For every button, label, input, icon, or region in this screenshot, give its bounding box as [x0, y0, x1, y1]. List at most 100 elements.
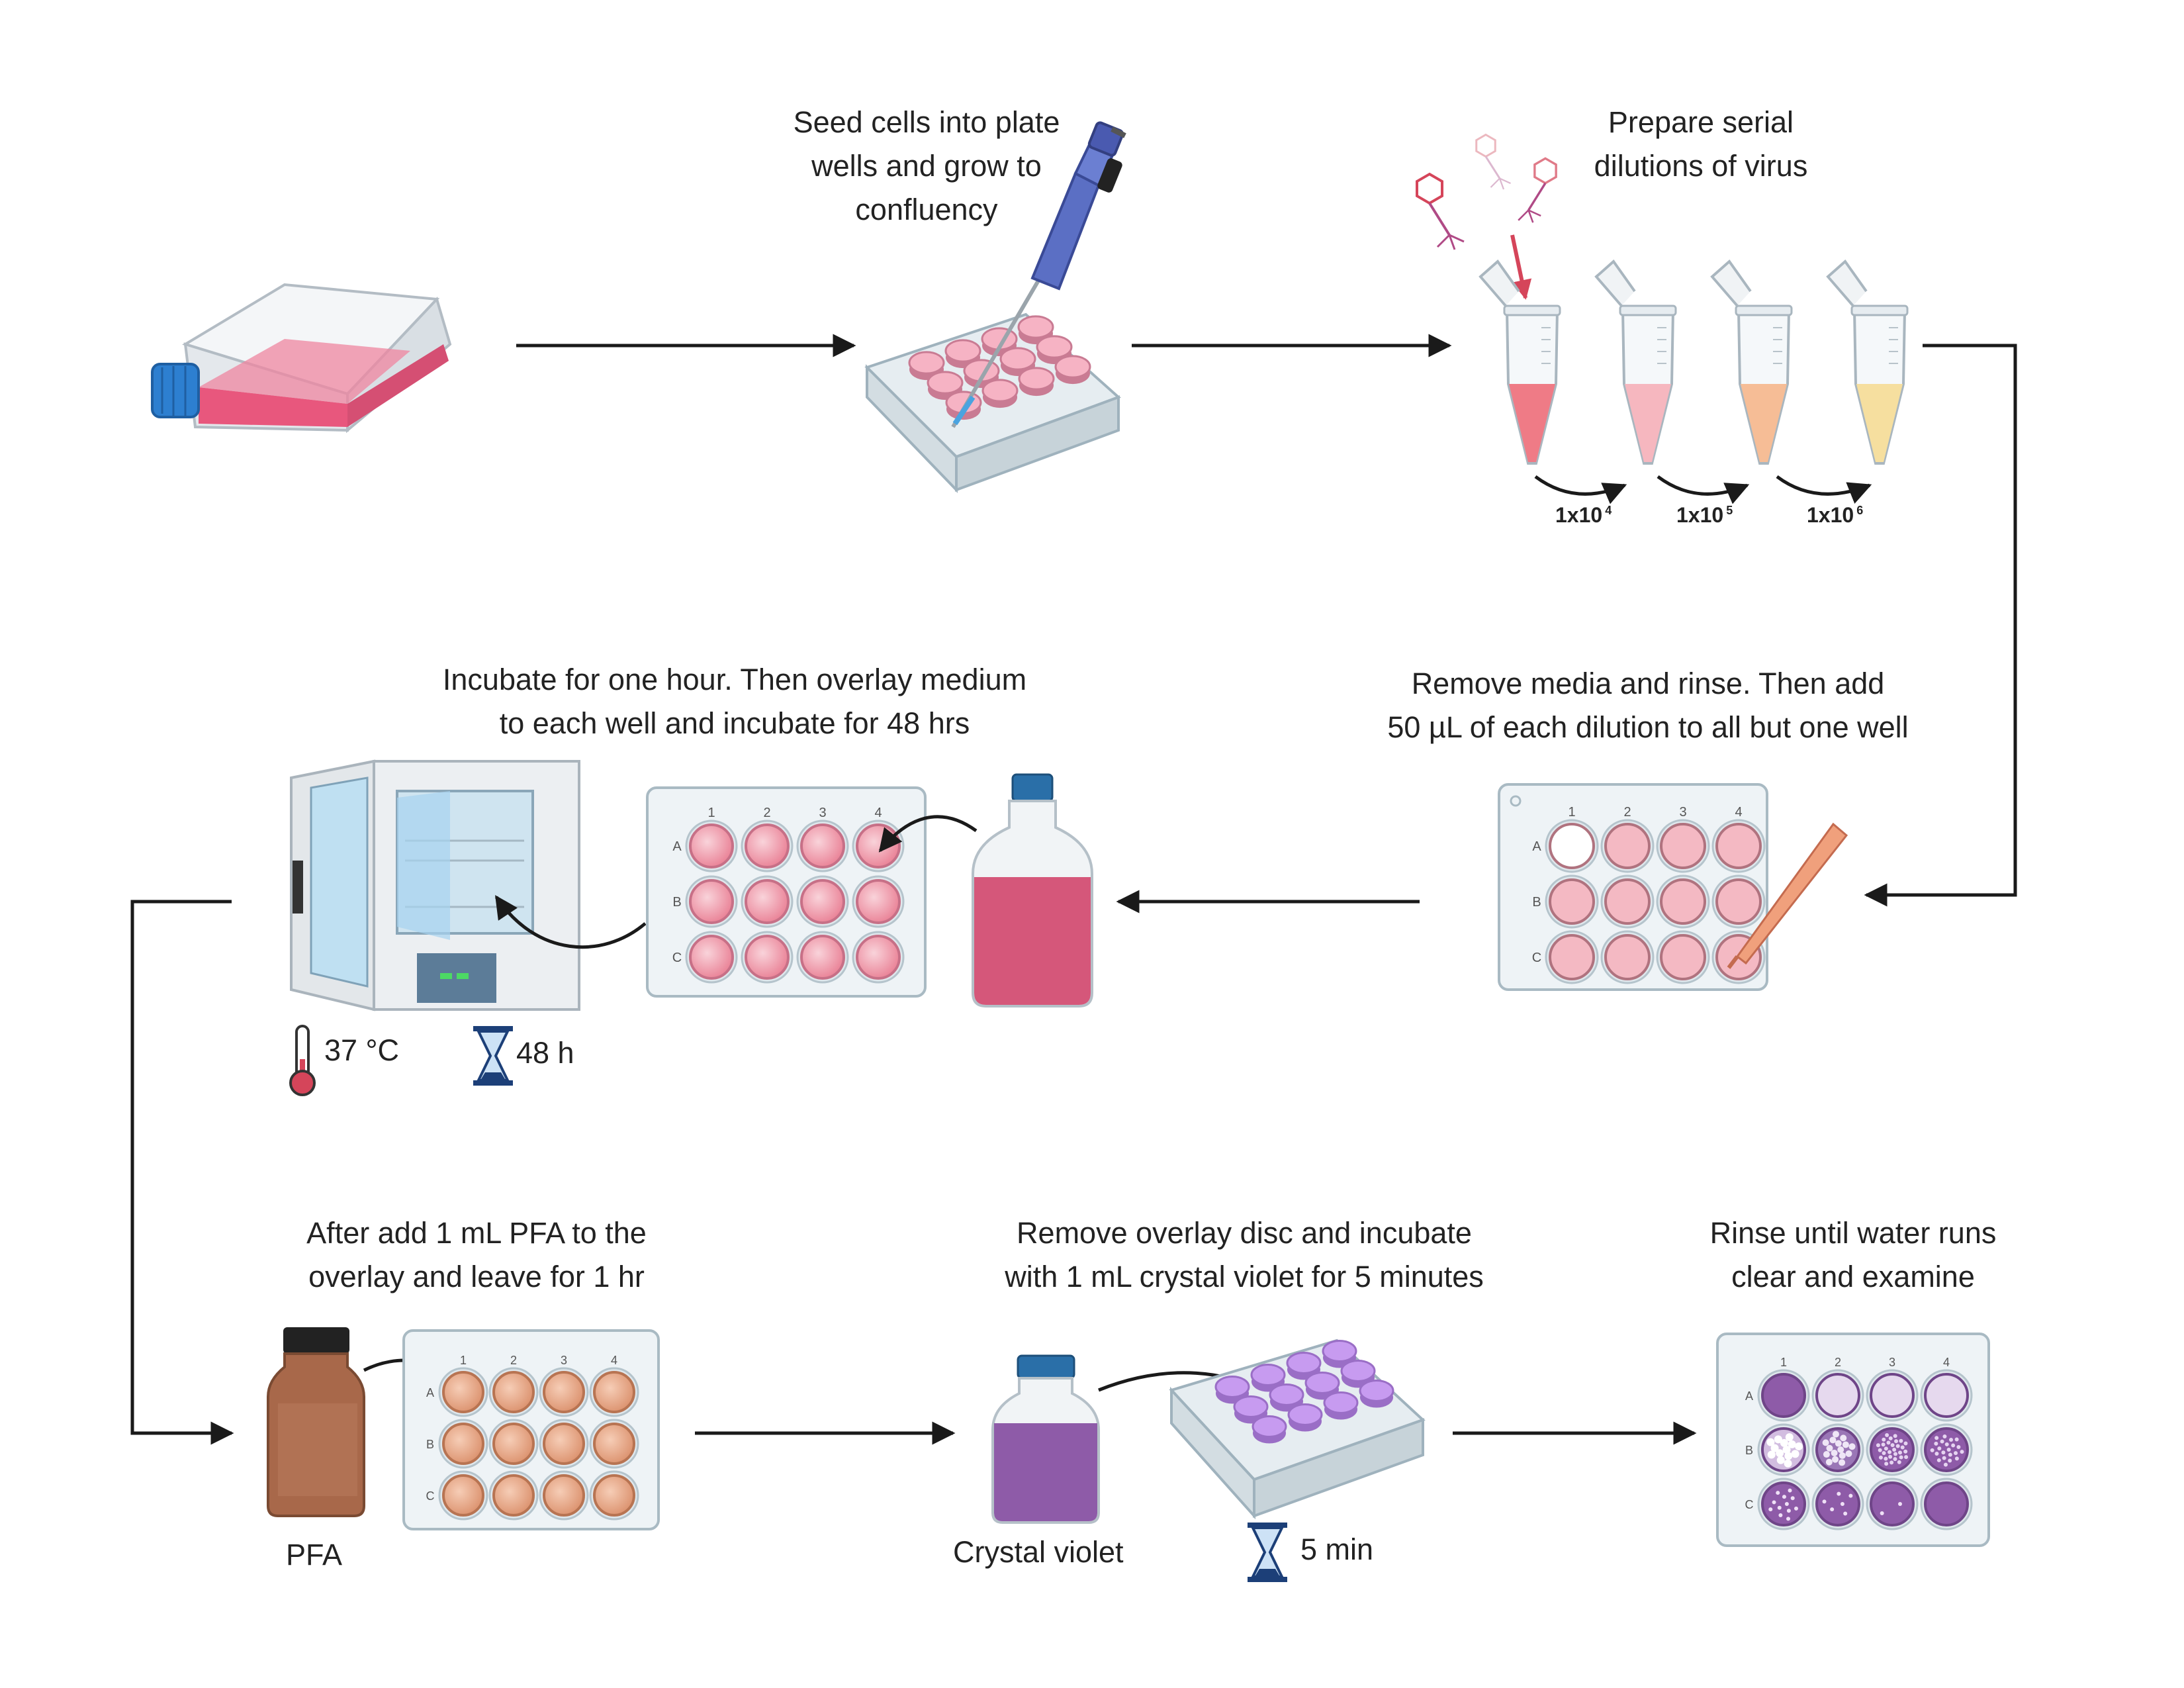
plaque — [1826, 1444, 1833, 1452]
virus-icon — [1416, 172, 1465, 250]
plaque — [1822, 1439, 1829, 1446]
plaque — [1782, 1495, 1786, 1499]
plate-well — [1017, 315, 1054, 339]
plaque — [1785, 1433, 1794, 1442]
step-remove-caption: Remove media and rinse. Then add 50 µL o… — [1297, 662, 1999, 749]
plaque — [1770, 1444, 1779, 1452]
plate-well — [492, 1423, 535, 1465]
plaque — [1898, 1450, 1902, 1455]
plate-well — [1251, 1415, 1287, 1438]
plate-well — [593, 1423, 635, 1465]
plaque — [1943, 1462, 1948, 1467]
plaque — [1791, 1450, 1799, 1458]
plate-row-label: C — [672, 951, 682, 965]
plaque — [1956, 1444, 1961, 1449]
plate-well — [745, 879, 790, 924]
plate-well — [689, 879, 734, 924]
culture-flask — [151, 283, 452, 434]
plate-well — [1286, 1352, 1322, 1374]
plate-well — [1815, 1373, 1860, 1418]
flask-cap — [151, 363, 200, 418]
plaque — [1774, 1435, 1782, 1444]
hourglass-icon — [473, 1026, 513, 1086]
caption-line: wells and grow to — [811, 149, 1042, 183]
plate-well — [1924, 1373, 1969, 1418]
plate-well — [492, 1371, 535, 1413]
plaque — [1930, 1448, 1934, 1452]
plate-row-label: C — [426, 1489, 435, 1503]
dilution-base: 1x10 — [1807, 503, 1854, 527]
plate-column-label: 4 — [1735, 805, 1742, 820]
plaque — [1876, 1443, 1880, 1448]
bottle-to-plate-arrow — [878, 815, 978, 853]
plate-row-label: A — [1745, 1389, 1753, 1403]
plate-well — [981, 379, 1019, 402]
plaque — [1903, 1449, 1908, 1454]
plate-column-label: 2 — [1623, 805, 1631, 820]
plate-row-label: B — [426, 1438, 434, 1451]
incubation-time-label: 48 h — [516, 1036, 574, 1070]
pfa-bottle — [267, 1327, 365, 1517]
plaque — [1897, 1460, 1901, 1464]
plate-well — [999, 347, 1036, 371]
pipette-icon — [951, 121, 1126, 428]
plaque — [1832, 1430, 1839, 1438]
plate-well — [1018, 367, 1055, 391]
plaque — [1825, 1458, 1833, 1466]
plaque — [1777, 1505, 1782, 1510]
plaque — [1878, 1448, 1882, 1452]
plaque — [1778, 1513, 1783, 1518]
plate-well — [1214, 1376, 1250, 1398]
flow-arrows — [130, 334, 2017, 1445]
plate-well — [1549, 823, 1595, 869]
dilution-exponent: 6 — [1856, 504, 1864, 518]
plaque — [1786, 1517, 1791, 1521]
virus-icon — [1518, 157, 1557, 223]
plaque — [1780, 1438, 1788, 1447]
plaque — [1823, 1451, 1830, 1458]
virus-addition-arrow — [1510, 234, 1532, 300]
plate-well — [800, 823, 845, 868]
plate-well — [1359, 1380, 1394, 1402]
plaque — [1845, 1450, 1852, 1458]
plate-well — [856, 823, 901, 868]
plaque — [1893, 1452, 1897, 1456]
plaque — [1934, 1436, 1939, 1440]
plaque — [1934, 1452, 1939, 1456]
plaque — [1788, 1440, 1796, 1448]
plate-well — [1761, 1373, 1806, 1418]
plate-well — [1815, 1481, 1860, 1526]
plate-row-label: B — [1532, 895, 1541, 910]
plaque — [1951, 1443, 1956, 1448]
plaque — [1941, 1450, 1946, 1455]
dilution-tube — [1594, 259, 1677, 465]
pfa-label: PFA — [286, 1538, 343, 1571]
crystal-violet-label: Crystal violet — [953, 1535, 1124, 1569]
plate-row-label: A — [426, 1386, 434, 1399]
plate-well — [593, 1474, 635, 1517]
plate-well — [1304, 1372, 1340, 1394]
media-liquid — [974, 877, 1091, 1005]
plate-well — [1287, 1403, 1323, 1426]
plate-well — [1340, 1360, 1376, 1382]
plaque — [1784, 1459, 1792, 1468]
plaque — [1776, 1449, 1784, 1458]
plaque — [1898, 1502, 1902, 1506]
staining-plate — [1169, 1338, 1426, 1520]
caption-line: Remove overlay disc and incubate — [1017, 1216, 1472, 1250]
plaque — [1766, 1438, 1775, 1446]
plaque — [1936, 1458, 1941, 1462]
plate-well — [1604, 934, 1651, 980]
step-stain-caption: Remove overlay disc and incubate with 1 … — [940, 1211, 1549, 1299]
plaque — [1884, 1456, 1888, 1461]
plaque — [1889, 1460, 1894, 1465]
plaque — [1822, 1499, 1827, 1504]
plate-column-label: 4 — [611, 1354, 617, 1367]
step-pfa-caption: After add 1 mL PFA to the overlay and le… — [251, 1211, 702, 1299]
caption-line: 50 µL of each dilution to all but one we… — [1387, 710, 1909, 744]
